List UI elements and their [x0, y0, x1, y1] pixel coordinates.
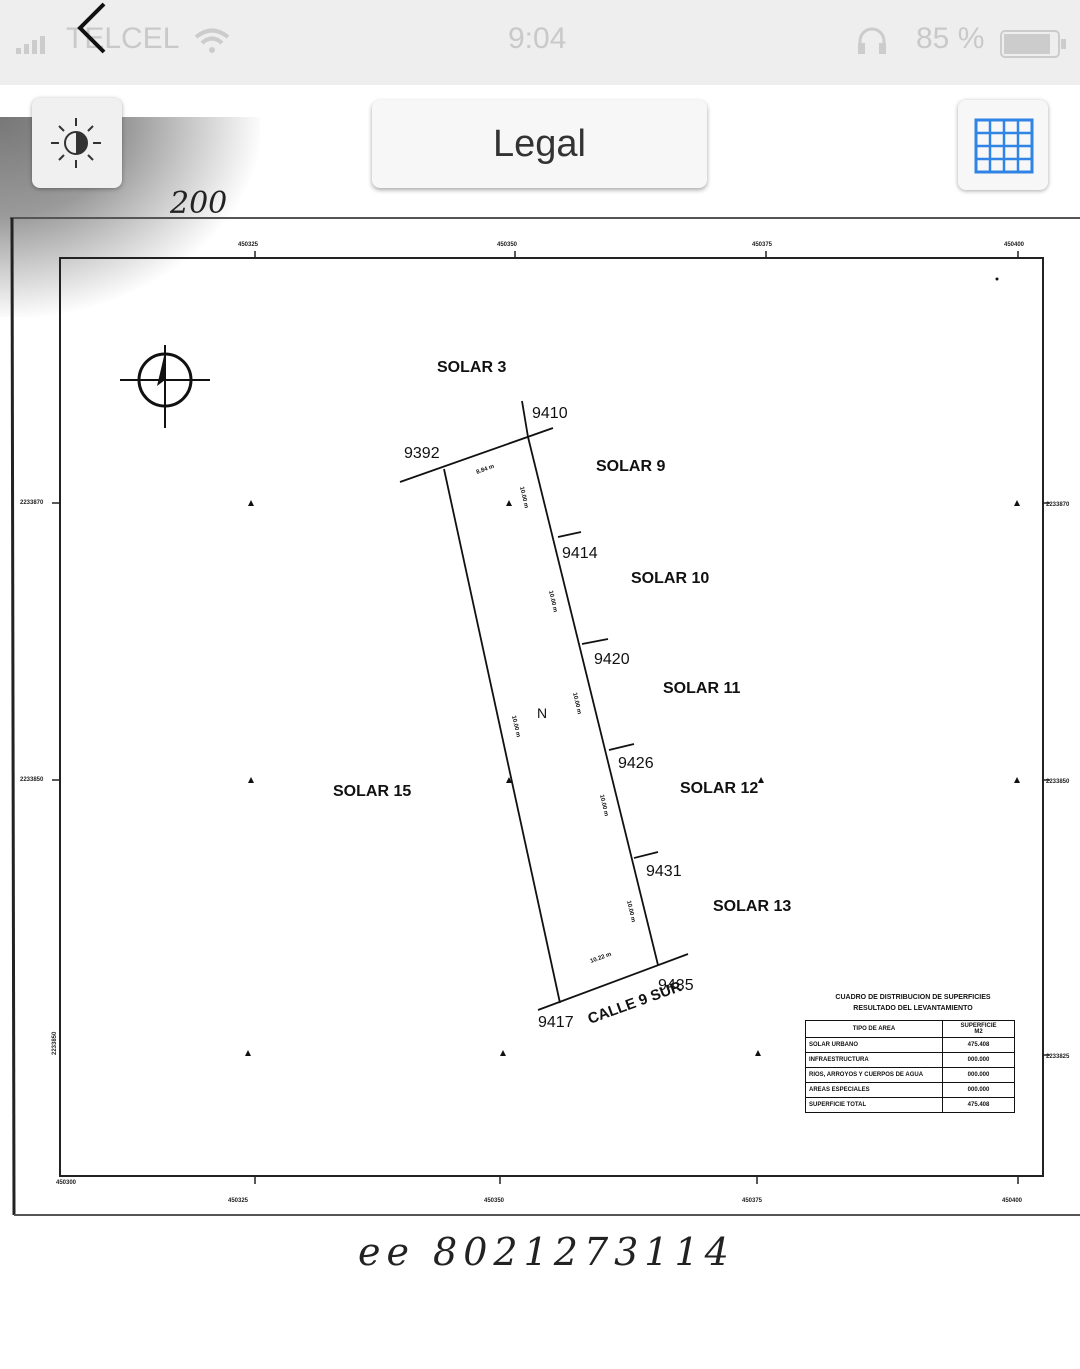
- vertex-9420: 9420: [594, 651, 630, 668]
- solar-11-label: SOLAR 11: [663, 680, 740, 697]
- battery-percent: 85 %: [916, 22, 985, 55]
- dim-5: 10.00 m: [625, 900, 636, 923]
- grid-icon: [974, 118, 1034, 174]
- row-type: AREAS ESPECIALES: [805, 1082, 943, 1098]
- vertex-9426: 9426: [618, 755, 654, 772]
- row-type: SUPERFICIE TOTAL: [805, 1097, 943, 1113]
- solar-10-label: SOLAR 10: [631, 570, 709, 587]
- dim-bottom: 10.22 m: [590, 952, 613, 965]
- row-type: RIOS, ARROYOS Y CUERPOS DE AGUA: [805, 1067, 943, 1083]
- dim-4: 10.00 m: [598, 794, 609, 817]
- scanned-document: [0, 117, 1080, 1369]
- coord-top-3: 450375: [752, 242, 773, 248]
- vertex-9435: 9435: [658, 977, 694, 994]
- coord-left-1: 2233870: [20, 500, 44, 506]
- solar-15-label: SOLAR 15: [333, 783, 411, 800]
- signal-icon: [16, 34, 64, 54]
- dim-6: 10.00 m: [510, 715, 521, 738]
- row-value: 475.408: [942, 1097, 1015, 1113]
- north-arrow-icon: [120, 345, 210, 428]
- dim-3: 10.00 m: [571, 692, 582, 715]
- row-type: INFRAESTRUCTURA: [805, 1052, 943, 1068]
- vertex-9410: 9410: [532, 405, 568, 422]
- clock-time: 9:04: [508, 22, 567, 55]
- solar-13-label: SOLAR 13: [713, 898, 791, 915]
- wifi-icon: [194, 28, 230, 59]
- coord-bottom-2: 450350: [484, 1198, 505, 1204]
- paper-size-button[interactable]: Legal: [372, 100, 707, 188]
- headphones-icon: [856, 26, 888, 61]
- brightness-button[interactable]: [32, 98, 122, 188]
- coord-corner: 450300: [56, 1180, 77, 1186]
- coord-right-3: 2233825: [1046, 1054, 1070, 1060]
- row-value: 000.000: [942, 1082, 1015, 1098]
- coord-top-2: 450350: [497, 242, 518, 248]
- coord-right-2: 2233850: [1046, 779, 1070, 785]
- back-button[interactable]: [70, 0, 130, 62]
- carrier-name: TELCEL: [66, 22, 180, 55]
- vertex-9431: 9431: [646, 863, 682, 880]
- dim-2: 10.00 m: [547, 590, 558, 613]
- coord-top-4: 450400: [1004, 242, 1025, 248]
- status-bar: TELCEL 9:04 85 %: [0, 0, 1080, 85]
- coord-left-2: 2233850: [20, 777, 44, 783]
- header-unit: M2: [974, 1029, 983, 1035]
- row-value: 000.000: [942, 1052, 1015, 1068]
- handwritten-note-top: 200: [170, 186, 228, 221]
- battery-icon: [1000, 30, 1068, 63]
- dim-1: 10.00 m: [518, 486, 529, 509]
- solar-9-label: SOLAR 9: [596, 458, 665, 475]
- row-type: SOLAR URBANO: [805, 1037, 943, 1053]
- vertex-9417: 9417: [538, 1014, 574, 1031]
- grid-button[interactable]: [958, 100, 1048, 190]
- vertex-9414: 9414: [562, 545, 598, 562]
- vertex-9392: 9392: [404, 445, 440, 462]
- coord-bottom-1: 450325: [228, 1198, 249, 1204]
- dim-top: 8.84 m: [476, 464, 496, 476]
- table-title: CUADRO DE DISTRIBUCION DE SUPERFICIES RE…: [818, 992, 1008, 1014]
- handwritten-note-bottom: ee 8021273114: [358, 1230, 735, 1274]
- solar-12-label: SOLAR 12: [680, 780, 758, 797]
- coord-top-1: 450325: [238, 242, 259, 248]
- coord-bottom-3: 450375: [742, 1198, 763, 1204]
- north-letter: N: [537, 705, 547, 721]
- solar-3-label: SOLAR 3: [437, 359, 506, 376]
- coord-bottom-4: 450400: [1002, 1198, 1023, 1204]
- chevron-left-icon: [77, 2, 106, 54]
- coord-left-3: 2233850: [52, 1031, 58, 1055]
- header-type: TIPO DE AREA: [805, 1020, 943, 1038]
- brightness-icon: [51, 118, 101, 168]
- coord-right-1: 2233870: [1046, 502, 1070, 508]
- street-label: CALLE 9 SUR: [586, 978, 684, 1028]
- header-surface-label: SUPERFICIE: [960, 1023, 997, 1029]
- table-title-line-1: CUADRO DE DISTRIBUCION DE SUPERFICIES: [835, 994, 991, 1001]
- table-title-line-2: RESULTADO DEL LEVANTAMIENTO: [853, 1005, 973, 1012]
- row-value: 000.000: [942, 1067, 1015, 1083]
- row-value: 475.408: [942, 1037, 1015, 1053]
